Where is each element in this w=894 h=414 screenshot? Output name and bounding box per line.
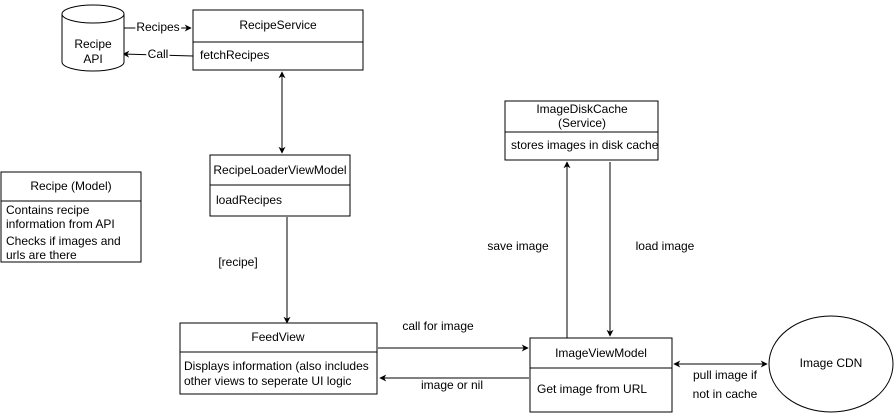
image-view-model-method: Get image from URL <box>537 382 647 396</box>
edge-label-load-image: load image <box>636 239 695 253</box>
recipe-model-line4: urls are there <box>6 248 77 262</box>
edge-label-call-for-image: call for image <box>402 319 474 333</box>
image-cdn-label: Image CDN <box>800 356 863 370</box>
edge-label-recipe: [recipe] <box>218 255 257 269</box>
edge-label-pull-image-line1: pull image if <box>693 368 758 382</box>
recipe-api-label-line1: Recipe <box>74 37 112 51</box>
recipe-service-method: fetchRecipes <box>200 48 269 62</box>
edge-label-pull-image-line2: not in cache <box>693 387 758 401</box>
recipe-api-label-line2: API <box>83 52 102 66</box>
node-recipe-api[interactable]: Recipe API <box>61 4 125 72</box>
recipe-loader-vm-title: RecipeLoaderViewModel <box>213 163 346 177</box>
node-image-disk-cache[interactable]: ImageDiskCache (Service) stores images i… <box>504 100 659 161</box>
node-image-cdn[interactable]: Image CDN <box>768 315 894 413</box>
node-recipe-service[interactable]: RecipeService fetchRecipes <box>192 9 364 71</box>
recipe-loader-vm-method: loadRecipes <box>216 193 282 207</box>
image-disk-cache-method: stores images in disk cache <box>511 138 659 152</box>
recipe-service-title: RecipeService <box>239 18 317 32</box>
edge-label-save-image: save image <box>487 239 549 253</box>
recipe-model-line1: Contains recipe <box>6 203 90 217</box>
feed-view-line1: Displays information (also includes <box>184 359 369 373</box>
edge-call <box>122 50 194 58</box>
recipe-model-line3: Checks if images and <box>6 234 121 248</box>
feed-view-line2: other views to seperate UI logic <box>184 374 351 388</box>
edge-label-call: Call <box>148 47 169 61</box>
node-image-view-model[interactable]: ImageViewModel Get image from URL <box>529 337 673 413</box>
image-disk-cache-title-line2: (Service) <box>558 116 606 130</box>
edge-label-image-or-nil: image or nil <box>421 378 483 392</box>
node-recipe-loader-view-model[interactable]: RecipeLoaderViewModel loadRecipes <box>209 154 351 217</box>
image-disk-cache-title-line1: ImageDiskCache <box>536 102 628 116</box>
node-feed-view[interactable]: FeedView Displays information (also incl… <box>179 322 378 395</box>
feed-view-title: FeedView <box>251 330 304 344</box>
edge-label-recipes: Recipes <box>136 20 179 34</box>
recipe-model-line2: information from API <box>6 217 115 231</box>
image-view-model-title: ImageViewModel <box>555 346 647 360</box>
recipe-model-title: Recipe (Model) <box>30 179 111 193</box>
node-recipe-model[interactable]: Recipe (Model) Contains recipe informati… <box>0 171 142 263</box>
